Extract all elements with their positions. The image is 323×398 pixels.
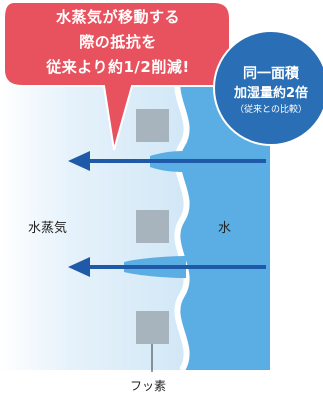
badge-circle — [213, 30, 323, 146]
vapor-arrow-top — [68, 151, 266, 171]
fluorine-label: フッ素 — [130, 379, 167, 393]
fluorine-square-2 — [136, 210, 169, 243]
water-label: 水 — [218, 221, 232, 236]
fluorine-square-3 — [136, 311, 169, 344]
badge-line-1: 同一面積 — [243, 66, 299, 82]
fluorine-square-1 — [136, 109, 169, 142]
water-region — [177, 70, 270, 370]
callout-bubble — [3, 1, 231, 151]
callout-line-1: 水蒸気が移動する — [55, 8, 180, 26]
callout-line-3: 従来より約1/2削減! — [46, 58, 190, 76]
badge-line-3: （従来との比較） — [235, 105, 307, 115]
badge-line-2: 加湿量約2倍 — [233, 86, 309, 101]
callout-line-2: 際の抵抗を — [79, 33, 157, 51]
vapor-label: 水蒸気 — [28, 221, 68, 236]
membrane-line — [174, 68, 190, 372]
vapor-arrow-bottom — [68, 257, 266, 277]
